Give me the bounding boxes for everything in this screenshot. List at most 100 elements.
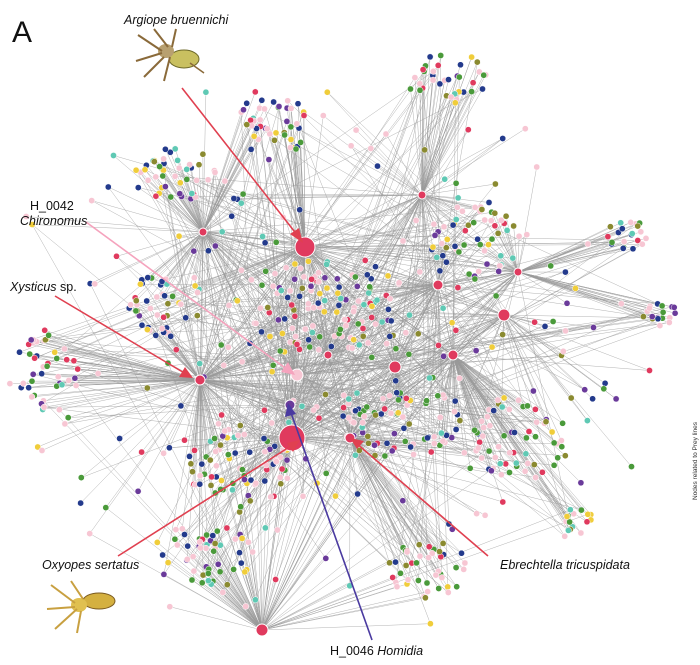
network-edge	[296, 374, 510, 473]
hub-edge	[261, 437, 351, 631]
network-node	[350, 308, 357, 315]
network-node	[433, 254, 441, 261]
network-node	[229, 486, 236, 494]
network-node	[161, 292, 168, 300]
hub-edge	[437, 284, 454, 356]
network-edge	[203, 376, 291, 406]
network-node	[216, 568, 224, 576]
network-node	[132, 166, 140, 174]
network-node	[469, 79, 477, 87]
network-edge	[48, 335, 293, 439]
network-node	[562, 268, 569, 276]
argiope-label: Argiope bruennichi	[123, 13, 229, 27]
network-node	[153, 293, 161, 301]
network-node	[160, 571, 168, 578]
network-node	[405, 350, 413, 358]
network-node	[138, 321, 146, 329]
network-edge	[202, 91, 256, 233]
network-node	[521, 125, 529, 133]
network-node	[443, 236, 451, 243]
network-node	[275, 103, 283, 110]
network-node	[352, 407, 359, 415]
network-node	[590, 324, 597, 331]
network-node	[444, 583, 452, 591]
hub-edge	[291, 314, 505, 439]
network-node	[386, 295, 394, 303]
network-node	[224, 451, 232, 458]
network-edge	[349, 437, 407, 566]
network-node	[246, 497, 254, 505]
network-node	[491, 454, 499, 461]
network-edge	[452, 354, 477, 451]
network-node	[258, 328, 265, 336]
network-node	[261, 105, 268, 113]
network-edge	[116, 256, 351, 439]
network-node	[309, 322, 317, 330]
network-edge	[199, 271, 566, 381]
network-edge	[289, 241, 625, 406]
oxyopes-spider-image	[46, 580, 116, 634]
network-edge	[325, 437, 351, 474]
network-edge	[503, 314, 594, 328]
network-edge	[349, 437, 477, 514]
network-node	[506, 469, 513, 476]
network-node	[159, 551, 166, 559]
network-node	[468, 88, 475, 95]
network-node	[500, 394, 508, 402]
network-node	[393, 583, 401, 591]
network-node	[476, 438, 483, 446]
network-edge	[369, 284, 439, 288]
network-node	[153, 311, 161, 319]
network-node	[533, 163, 541, 171]
network-node	[88, 197, 96, 204]
network-node	[444, 589, 452, 596]
network-edge	[220, 284, 439, 446]
network-node	[176, 190, 184, 198]
network-node	[269, 282, 277, 290]
network-edge	[184, 534, 263, 631]
network-node	[426, 374, 433, 382]
network-node	[497, 252, 505, 260]
network-node	[70, 357, 78, 365]
network-edge	[91, 200, 204, 233]
network-node	[515, 396, 522, 404]
network-edge	[304, 246, 368, 276]
network-node	[414, 330, 422, 338]
network-node	[464, 126, 472, 134]
network-node	[368, 302, 376, 310]
network-node	[6, 380, 14, 387]
network-node	[378, 318, 386, 326]
network-edge	[176, 349, 201, 381]
hub-edge	[199, 379, 351, 439]
network-node	[561, 532, 569, 540]
network-node	[406, 311, 413, 319]
network-node	[166, 444, 173, 452]
network-edge	[91, 200, 396, 368]
network-node	[272, 576, 279, 583]
network-node	[63, 356, 71, 364]
network-edge	[261, 213, 496, 631]
network-node	[422, 594, 429, 602]
network-edge	[291, 437, 503, 503]
network-edge	[266, 128, 306, 248]
network-node	[618, 225, 626, 233]
network-edge	[199, 379, 222, 416]
network-node	[230, 195, 238, 202]
network-node	[435, 342, 442, 349]
network-node	[296, 206, 304, 214]
network-edge	[165, 186, 201, 381]
network-edge	[421, 194, 455, 225]
network-node	[252, 479, 260, 487]
network-node	[269, 361, 277, 369]
network-node	[310, 304, 317, 312]
network-edge	[89, 533, 263, 631]
network-node	[270, 98, 277, 106]
network-node	[210, 547, 218, 555]
network-edge	[421, 80, 445, 196]
network-node	[423, 579, 431, 587]
network-node	[454, 194, 462, 202]
network-node	[481, 511, 489, 519]
network-edge	[31, 379, 201, 398]
network-edge	[147, 379, 201, 389]
network-node	[310, 406, 317, 414]
